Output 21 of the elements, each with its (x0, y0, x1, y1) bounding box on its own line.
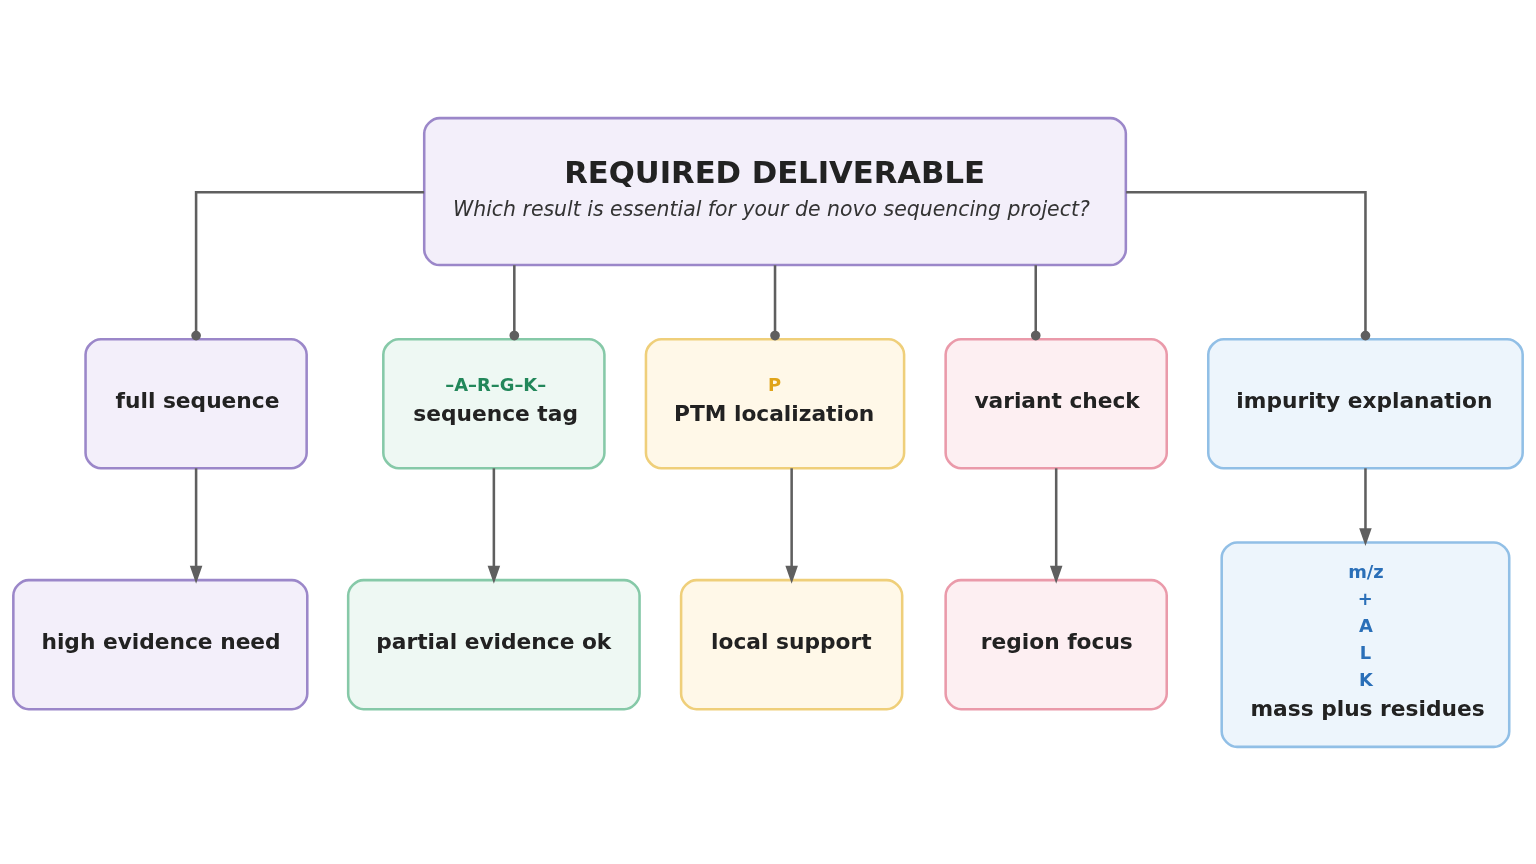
connector (1030, 264, 1041, 340)
connector (191, 190, 425, 340)
node-box: partial evidence ok (346, 578, 641, 710)
arrow (189, 467, 203, 584)
node-box: REQUIRED DELIVERABLE Which result is essential for your de novo sequencing project? (422, 116, 1128, 266)
arrow (487, 467, 501, 584)
arrow (785, 467, 798, 584)
node-box: full sequence (84, 337, 308, 470)
node-box: P PTM localization (644, 337, 906, 470)
node-box: local support (679, 578, 904, 710)
connector (770, 264, 780, 340)
node-box: variant check (944, 337, 1168, 470)
arrow (1359, 467, 1372, 546)
node-box: m/z + A L K mass plus residues (1220, 540, 1511, 748)
node-box: –A–R–G–K– sequence tag (382, 337, 606, 470)
node-box: impurity explanation (1207, 337, 1524, 470)
arrow (1049, 467, 1063, 584)
connector (1126, 190, 1371, 340)
connector (509, 264, 520, 340)
node-box: region focus (944, 578, 1168, 710)
node-box: high evidence need (12, 578, 309, 710)
